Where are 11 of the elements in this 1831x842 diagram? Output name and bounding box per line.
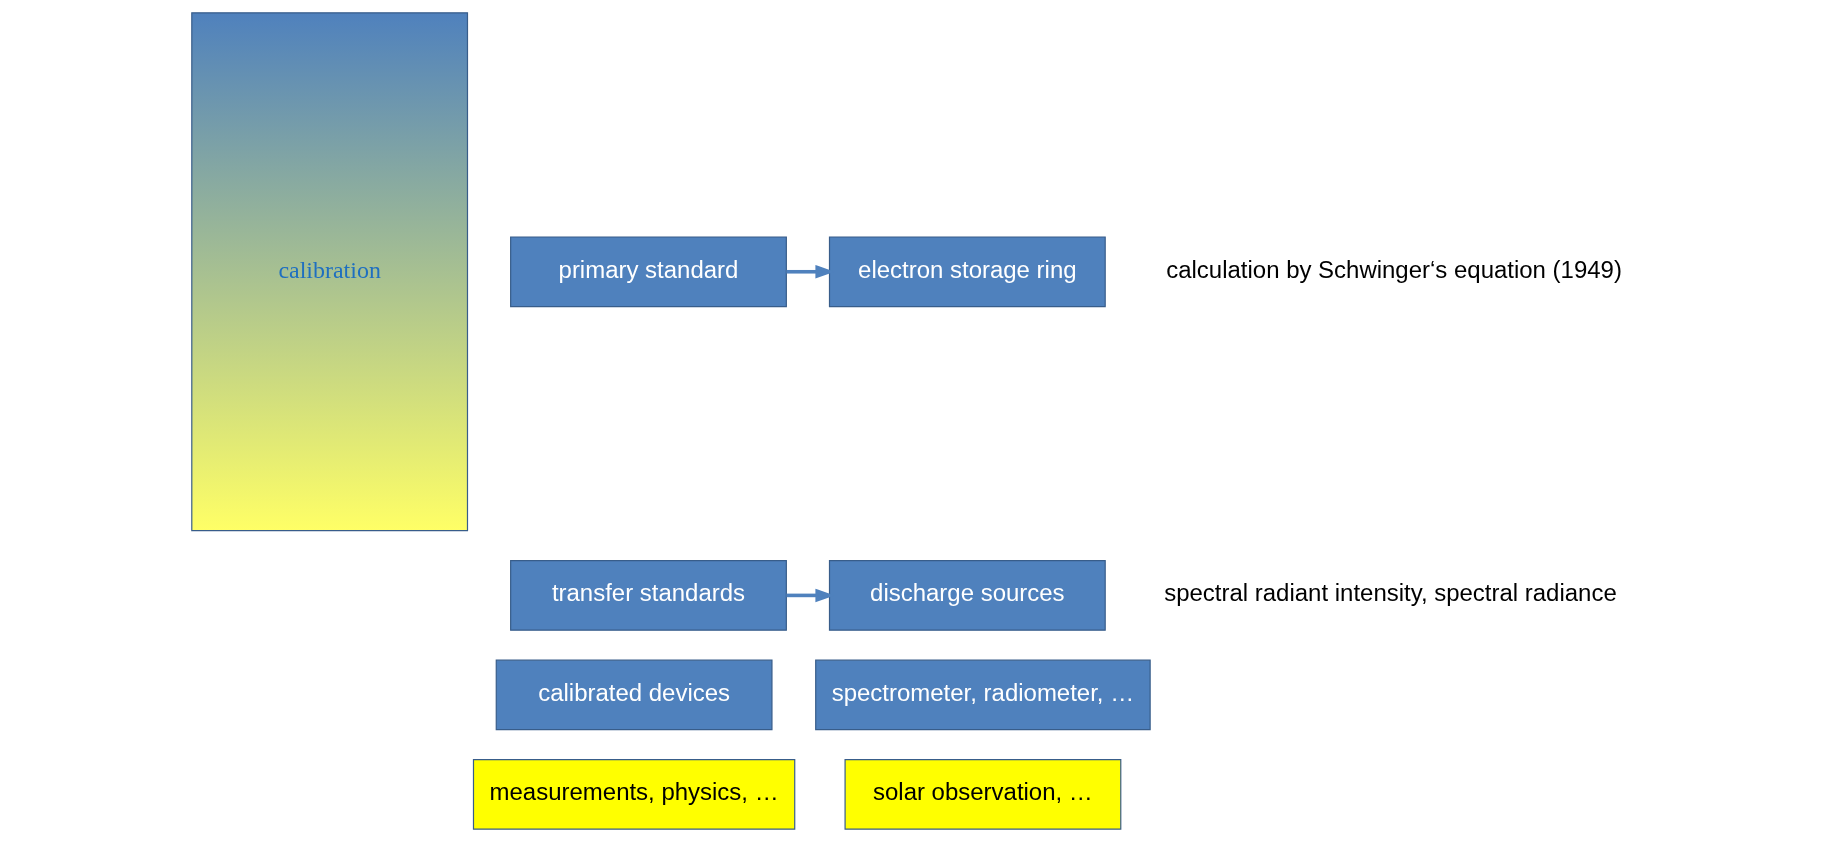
node-box: discharge sources [828, 560, 1106, 631]
node-box: calibrated devices [495, 659, 773, 731]
node-box: calibration [191, 12, 469, 532]
node-box: measurements, physics, … [472, 759, 796, 830]
node-label: calculation by Schwinger‘s equation (1949) [1166, 255, 1622, 283]
node-box: solar observation, … [844, 759, 1122, 830]
node-box: transfer standards [510, 560, 787, 631]
node-box: primary standard [510, 236, 787, 308]
node-label: spectral radiant intensity, spectral radiance [1164, 579, 1617, 607]
node-box: spectrometer, radiometer, … [815, 659, 1151, 731]
node-box: electron storage ring [828, 236, 1106, 308]
